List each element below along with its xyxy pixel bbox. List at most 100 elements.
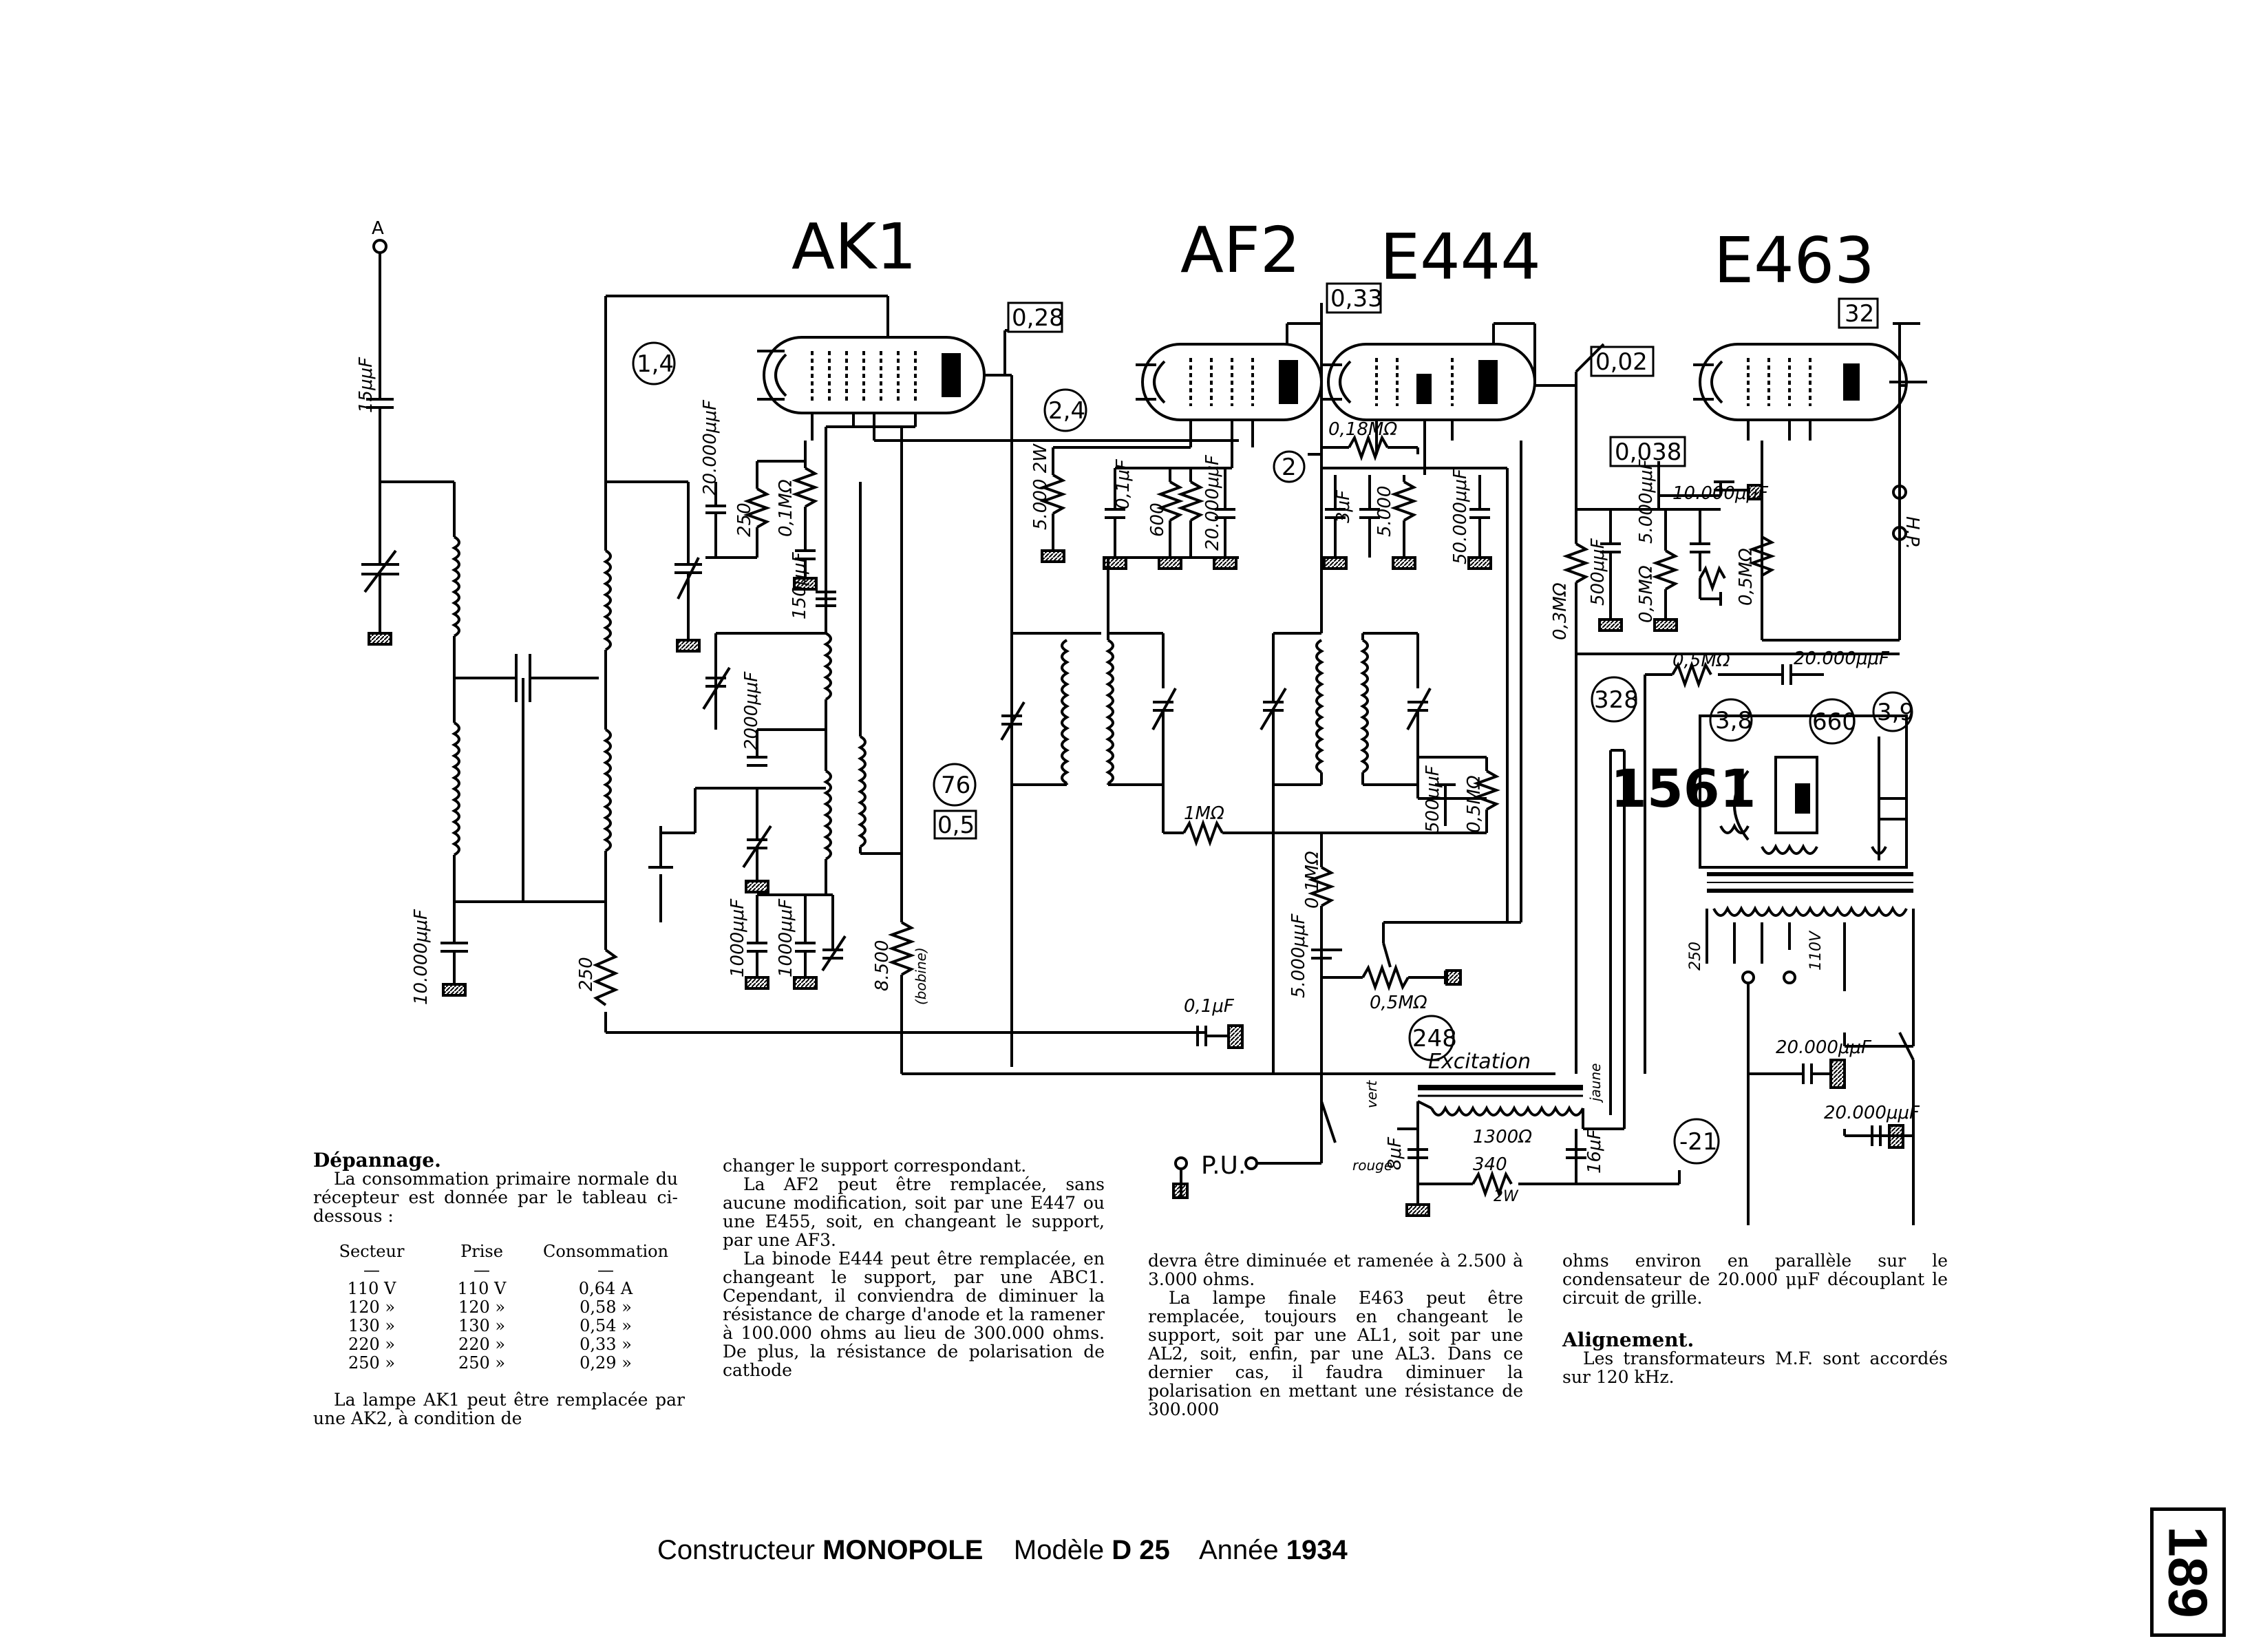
table-cell: 120 »: [348, 1298, 396, 1317]
page-number-box: 189: [2150, 1507, 2226, 1637]
col3-paragraph-1: devra être diminuée et ramenée à 2.500 à…: [1148, 1251, 1523, 1289]
voltage-rect-38: 3,8: [1715, 707, 1752, 734]
footer-annee: 1934: [1286, 1535, 1348, 1565]
tube-e444-label: E444: [1380, 220, 1541, 294]
label-v-110: 110V: [1807, 930, 1825, 971]
label-r-340: 340: [1473, 1154, 1507, 1175]
ak1-paragraph: La lampe AK1 peut être remplacée par une…: [313, 1390, 685, 1428]
column-depannage: Dépannage. La consommation primaire norm…: [313, 1151, 678, 1226]
label-c-01uF-b: 0,1μF: [1184, 996, 1235, 1017]
label-c-01uF-a: 0,1μF: [1113, 458, 1134, 509]
label-r-03MO: 0,3MΩ: [1550, 582, 1571, 640]
voltage-circle-e444-grid: 2: [1273, 450, 1306, 483]
table-row: 130 » 130 » 0,54 »: [317, 1317, 674, 1335]
voltage-neg-21: -21: [1679, 1128, 1718, 1156]
voltage-box-af2-anode: 0,33: [1326, 282, 1383, 314]
label-r-250-a: 250: [734, 502, 755, 537]
voltage-rect-39: 3,9: [1877, 699, 1914, 726]
label-v-250: 250: [1687, 942, 1704, 971]
table-cell: 0,54 »: [580, 1316, 632, 1335]
label-c-5000uuF-b: 5.000μμF: [1636, 458, 1657, 544]
label-c-20000uuF-d: 20.000μμF: [1776, 1037, 1872, 1058]
label-r-5000: 5.000: [1374, 486, 1395, 537]
voltage-circle-rect-39: 3,9: [1872, 691, 1914, 732]
table-dash: —: [597, 1260, 614, 1280]
table-cell: 110 V: [347, 1279, 396, 1298]
alignement-paragraph: Les transformateurs M.F. sont accordés s…: [1562, 1348, 1948, 1387]
label-c-20000uuF-b: 20.000μμF: [1202, 454, 1223, 551]
col4-paragraph-1: ohms environ en parallèle sur le condens…: [1562, 1251, 1948, 1308]
label-r-340-w: 2W: [1494, 1188, 1519, 1205]
label-excitation: Excitation: [1428, 1050, 1531, 1074]
tube-e463-label: E463: [1714, 224, 1875, 297]
table-cell: 120 »: [458, 1298, 506, 1317]
column-4: ohms environ en parallèle sur le condens…: [1562, 1251, 1948, 1386]
voltage-box-e463-anode: 32: [1838, 297, 1879, 329]
label-wire-rouge: rouge: [1352, 1157, 1392, 1174]
col2-paragraph-3: La binode E444 peut être remplacée, en c…: [723, 1249, 1105, 1380]
voltage-rect-328: 328: [1594, 686, 1639, 714]
voltage-circle-screen: 2,4: [1043, 388, 1087, 432]
label-r-250-left: 250: [576, 957, 597, 991]
table-row: 250 » 250 » 0,29 »: [317, 1354, 674, 1373]
label-r-05MO-e: 0,5MΩ: [1672, 650, 1730, 671]
column-ak1: La lampe AK1 peut être remplacée par une…: [313, 1390, 685, 1428]
voltage-box-e463-cathode: 0,038: [1609, 436, 1686, 467]
tube-af2-label: AF2: [1180, 213, 1300, 287]
label-r-01MO-b: 0,1MΩ: [1302, 851, 1323, 909]
tube-ak1-label: AK1: [791, 210, 917, 284]
footer-modele-label: Modèle: [1013, 1535, 1105, 1565]
label-c-150uuF: 150μμF: [789, 551, 810, 620]
label-c-1000uuF-b: 1000μμF: [776, 898, 796, 977]
table-cell: 250 »: [348, 1353, 396, 1373]
label-r-8500: 8.500: [872, 940, 893, 991]
label-c-8uF: 8μF: [1385, 1136, 1405, 1170]
voltage-circle-neg-21: -21: [1673, 1118, 1720, 1165]
voltage-e444-grid: 2: [1282, 454, 1297, 481]
label-r-1MO: 1MΩ: [1184, 803, 1224, 824]
table-cell: 0,58 »: [580, 1298, 632, 1317]
label-c-500uuF-b: 500μμF: [1588, 538, 1608, 606]
voltage-e444-anode: 0,02: [1595, 348, 1648, 376]
label-r-05MO-b: 0,5MΩ: [1370, 993, 1427, 1013]
alignement-heading: Alignement.: [1562, 1328, 1694, 1351]
table-cell: 110 V: [457, 1279, 507, 1298]
label-c-15uuF: 15μμF: [356, 357, 376, 413]
depannage-intro: La consommation primaire normale du réce…: [313, 1169, 678, 1226]
voltage-e463-cathode: 0,038: [1615, 438, 1681, 466]
voltage-box-e444-anode: 0,02: [1590, 346, 1655, 377]
table-header-cell: Consommation: [542, 1242, 669, 1261]
voltage-circle-rect-660: 660: [1809, 698, 1857, 745]
label-c-500uuF-a: 500μμF: [1423, 765, 1443, 833]
label-hp: H.P.: [1902, 516, 1922, 549]
voltage-circle-ak1-cathode: 1,4: [632, 341, 676, 385]
label-c-3uF: 3μF: [1333, 489, 1354, 523]
footer-annee-label: Année: [1198, 1535, 1279, 1565]
voltage-e463-anode: 32: [1845, 300, 1874, 328]
table-header-row: Secteur Prise Consommation: [317, 1242, 674, 1261]
voltage-ak1-anode: 0,28: [1012, 304, 1064, 332]
footer-constructeur-label: Constructeur: [657, 1535, 815, 1565]
table-cell: 220 »: [458, 1335, 506, 1354]
label-c-10000uuF: 10.000μμF: [411, 909, 432, 1005]
voltage-rect-660: 660: [1812, 708, 1857, 736]
table-dash: —: [474, 1260, 490, 1280]
antenna-label: A: [372, 218, 384, 239]
table-row: 120 » 120 » 0,58 »: [317, 1298, 674, 1317]
label-wire-jaune: jaune: [1587, 1063, 1604, 1103]
label-r-5000-2w: 5.000 2W: [1030, 443, 1051, 530]
page-number: 189: [2158, 1526, 2220, 1618]
pu-label: P.U.: [1201, 1152, 1246, 1180]
table-cell: 130 »: [458, 1316, 506, 1335]
voltage-osc-05: 0,5: [937, 812, 975, 839]
voltage-circle-osc-76: 76: [933, 763, 977, 807]
table-header-cell: Prise: [460, 1242, 503, 1261]
table-cell: 0,33 »: [580, 1335, 632, 1354]
table-dash: —: [363, 1260, 380, 1280]
label-r-05MO-a: 0,5MΩ: [1464, 775, 1485, 833]
table-row: 220 » 220 » 0,33 »: [317, 1335, 674, 1354]
table-cell: 220 »: [348, 1335, 396, 1354]
table-dash-row: — — —: [317, 1261, 674, 1280]
